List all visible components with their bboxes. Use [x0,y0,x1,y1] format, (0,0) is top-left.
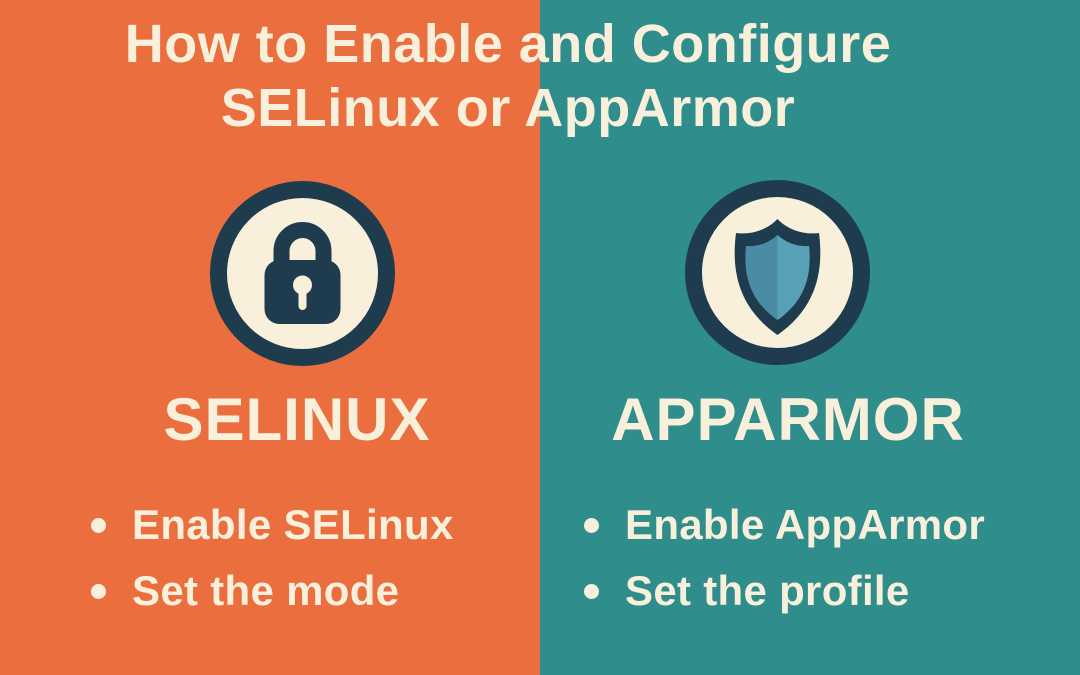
selinux-bullet-list: Enable SELinux Set the mode [91,492,454,624]
list-item: Enable SELinux [91,492,454,558]
list-item: Set the mode [91,558,454,624]
apparmor-heading: APPARMOR [611,386,965,453]
bullet-dot-icon [91,583,106,599]
bullet-dot-icon [91,517,106,533]
page-title-line2: SELinux or AppArmor [220,78,796,138]
page-title: How to Enable and Configure SELinux or A… [0,12,1048,140]
page-title-line1: How to Enable and Configure [124,14,892,74]
bullet-dot-icon [584,583,599,599]
bullet-text: Enable SELinux [132,501,454,548]
bullet-text: Set the mode [132,567,400,614]
shield-icon [685,180,870,365]
bullet-text: Set the profile [625,567,910,614]
list-item: Enable AppArmor [584,492,985,558]
list-item: Set the profile [584,558,985,624]
bullet-text: Enable AppArmor [625,501,985,548]
bullet-dot-icon [584,517,599,533]
lock-icon [210,181,395,366]
apparmor-bullet-list: Enable AppArmor Set the profile [584,492,985,624]
selinux-heading: SELINUX [163,386,431,453]
